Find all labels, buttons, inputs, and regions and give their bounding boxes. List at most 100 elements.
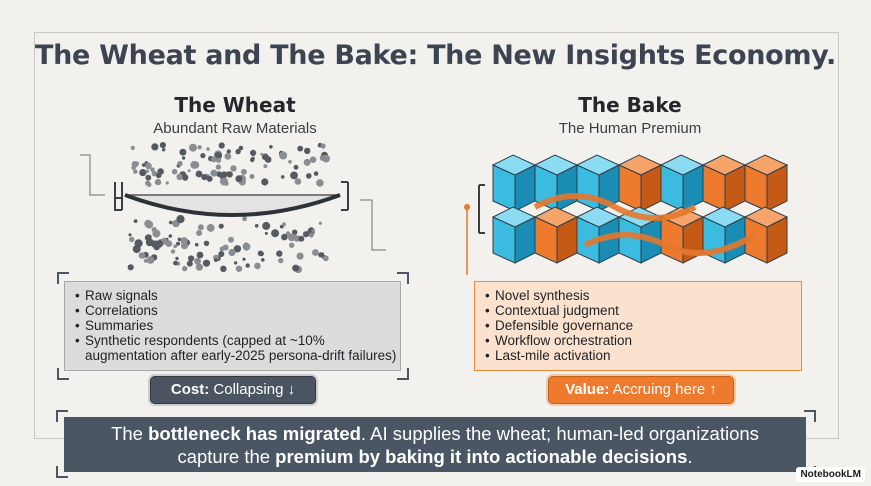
grain-dot [210, 156, 217, 163]
grain-dot [197, 145, 202, 150]
grain-dot [221, 173, 227, 179]
grain-dot [206, 175, 213, 182]
grain-dot [220, 177, 228, 186]
grain-dot [250, 157, 255, 163]
cube-top [743, 206, 789, 228]
banner-line-1: The bottleneck has migrated. AI supplies… [64, 422, 806, 445]
grain-dot [168, 220, 173, 225]
grain-dot [127, 264, 134, 271]
grain-dot [264, 156, 272, 163]
grain-dot [145, 169, 149, 174]
grain-dot [261, 258, 265, 262]
grain-dot [131, 165, 136, 171]
value-badge: Value: Accruing here ↑ [548, 376, 734, 404]
grain-dot [304, 147, 311, 155]
grain-dot [179, 148, 187, 156]
grain-dot [228, 236, 234, 243]
grain-dot [201, 174, 208, 181]
grain-dot [222, 244, 229, 251]
banner-line-2: capture the premium by baking it into ac… [64, 445, 806, 468]
grain-dot [151, 170, 158, 177]
grain-dot [279, 151, 288, 160]
grain-dot [311, 229, 315, 233]
grain-dot [196, 251, 204, 259]
grain-dot [191, 161, 200, 169]
conclusion-banner: The bottleneck has migrated. AI supplies… [64, 417, 806, 472]
cube-top [743, 154, 789, 176]
grain-dot [144, 234, 152, 242]
grain-dot [173, 260, 178, 266]
grain-dot [216, 157, 222, 163]
grain-dot [195, 170, 203, 178]
grain-dot [235, 175, 243, 183]
grain-dot [260, 152, 264, 156]
grain-dot [175, 256, 179, 261]
cost-badge: Cost: Collapsing ↓ [150, 376, 316, 404]
list-item: Contextual judgment [485, 303, 801, 318]
grain-dot [312, 249, 319, 256]
grain-dot [240, 168, 247, 175]
grain-dot [133, 169, 138, 174]
grain-dot [249, 174, 255, 179]
grain-dot [155, 172, 162, 179]
grain-dot [181, 156, 186, 160]
grain-dot [264, 231, 268, 235]
banner-text: . [687, 446, 693, 467]
grain-dot [196, 230, 203, 236]
list-item: Last-mile activation [485, 348, 801, 363]
grain-dot [242, 242, 251, 251]
cost-value: Collapsing ↓ [213, 381, 296, 398]
grain-dot [235, 148, 241, 155]
grain-dot [202, 259, 211, 267]
value-value: Accruing here ↑ [612, 381, 717, 398]
list-item: Novel synthesis [485, 288, 801, 303]
grain-dots [127, 142, 331, 274]
list-item: Summaries [75, 318, 400, 333]
grain-dot [176, 215, 185, 224]
grain-dot [134, 161, 140, 166]
grain-dot [233, 261, 238, 265]
grain-dot [214, 152, 222, 160]
right-guide-line [360, 199, 386, 251]
grain-dot [155, 240, 164, 248]
grain-dot [214, 258, 218, 262]
grain-dot [262, 221, 271, 230]
grain-dot [290, 171, 298, 180]
grain-dot [293, 164, 299, 170]
grain-dot [165, 181, 169, 185]
grain-dot [235, 265, 243, 272]
grain-dot [313, 171, 319, 176]
bake-cubes-illustration [464, 154, 789, 275]
grain-dot [128, 233, 132, 237]
bake-title: The Bake [578, 93, 682, 117]
grain-dot [145, 174, 152, 181]
grain-dot [322, 255, 329, 262]
notebooklm-logo: NotebookLM [796, 467, 865, 482]
grain-dot [276, 250, 283, 257]
list-item: Raw signals [75, 288, 400, 303]
grain-dot [144, 219, 152, 228]
cost-label: Cost: [170, 381, 210, 398]
grain-dot [309, 156, 317, 163]
grain-dot [176, 241, 181, 246]
grain-dot [162, 148, 166, 152]
grain-dot [224, 153, 232, 160]
banner-bold-text: premium by baking it into actionable dec… [275, 446, 688, 467]
grain-dot [308, 232, 314, 238]
grain-dot [152, 229, 161, 238]
grain-dot [176, 173, 183, 181]
grain-dot [218, 142, 225, 149]
grain-dot [306, 173, 312, 179]
grain-dot [294, 178, 302, 185]
grain-dot [218, 223, 224, 229]
grain-dot [298, 235, 305, 242]
grain-dot [303, 158, 311, 166]
grain-dot [203, 240, 210, 246]
grain-dot [302, 231, 310, 238]
grain-dot [318, 252, 324, 258]
grain-dot [226, 149, 231, 154]
grain-dot [129, 236, 135, 243]
list-item: augmentation after early-2025 persona-dr… [85, 348, 397, 363]
wheat-illustration [80, 142, 386, 274]
grain-dot [182, 265, 188, 272]
